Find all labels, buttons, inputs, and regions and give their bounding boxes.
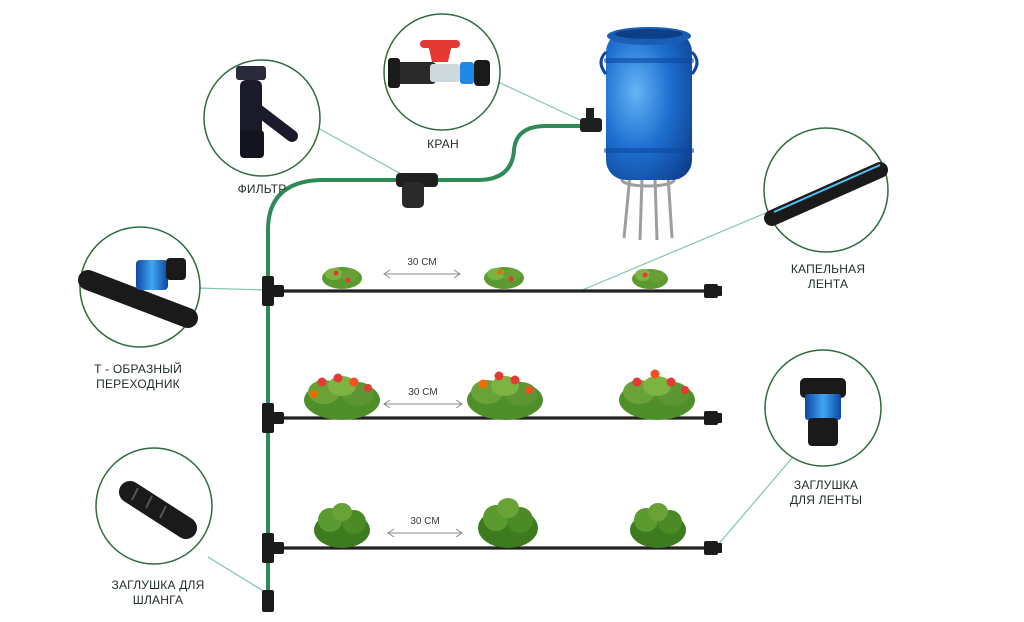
leader-tap	[497, 81, 581, 121]
callout-drip-tape	[763, 127, 889, 253]
spacing-label-2: 30 СМ	[408, 387, 437, 398]
leader-tape-plug	[716, 457, 793, 547]
spacing-arrow-2	[383, 399, 463, 409]
callout-tap	[383, 13, 501, 131]
tee-fitting-3	[262, 533, 274, 563]
tee-fitting-1	[262, 276, 274, 306]
callout-hose-plug	[95, 447, 213, 565]
tape-end-plugs	[704, 284, 722, 555]
water-barrel	[580, 27, 699, 241]
label-drip-tape: КАПЕЛЬНАЯ ЛЕНТА	[790, 262, 866, 291]
leader-drip-tape	[579, 211, 769, 292]
label-hose-plug: ЗАГЛУШКА ДЛЯ ШЛАНГА	[111, 578, 205, 607]
leader-hose-plug	[207, 556, 266, 593]
label-tape-plug: ЗАГЛУШКА ДЛЯ ЛЕНТЫ	[789, 478, 863, 507]
callout-filter	[203, 59, 321, 177]
leader-tee	[196, 287, 267, 291]
plants-row-1	[322, 267, 668, 289]
callout-tee	[78, 226, 201, 348]
plants-row-3	[314, 498, 686, 548]
label-filter: ФИЛЬТР	[237, 182, 287, 196]
inline-filter	[396, 173, 438, 208]
spacing-arrow-1	[383, 269, 461, 279]
leader-lines	[196, 81, 793, 593]
leader-filter	[317, 127, 413, 181]
spacing-label-3: 30 СМ	[410, 516, 439, 527]
main-hose	[266, 124, 588, 597]
plants-row-2	[304, 369, 695, 420]
label-tap: КРАН	[427, 137, 459, 151]
tee-fittings	[262, 276, 284, 612]
callout-tape-plug	[764, 349, 882, 467]
tee-fitting-2	[262, 403, 274, 433]
spacing-arrow-3	[387, 528, 463, 538]
hose-end-plug	[262, 590, 274, 612]
spacing-label-1: 30 СМ	[407, 257, 436, 268]
spacing-arrows	[383, 269, 463, 538]
label-tee: Т - ОБРАЗНЫЙ ПЕРЕХОДНИК	[94, 362, 182, 391]
